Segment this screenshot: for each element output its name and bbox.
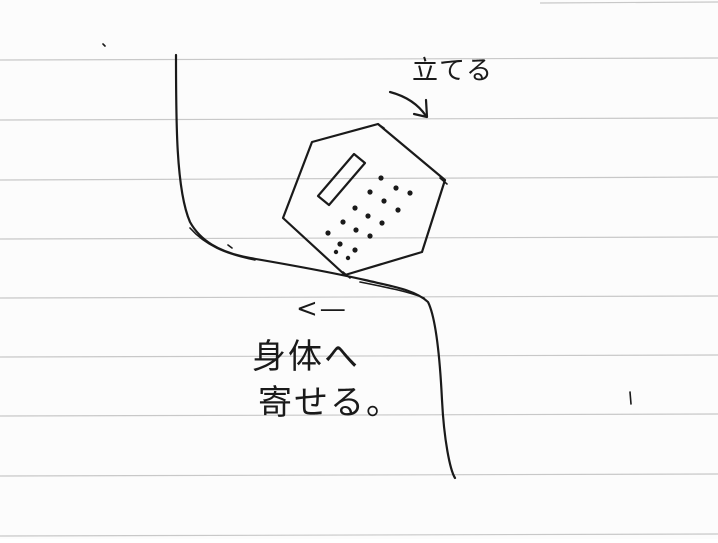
device-slot: [318, 154, 365, 205]
device-dots: [325, 175, 412, 260]
arrow-curve-stand: [390, 92, 426, 116]
device-hexagon-edge: [343, 124, 447, 278]
arrow-toward-body: <—: [296, 296, 348, 322]
stray-mark: [103, 44, 631, 404]
note-toward-body-line2: 寄せる。: [258, 386, 402, 420]
device-hexagon: [283, 124, 445, 275]
note-toward-body-line1: 身体へ: [252, 340, 360, 374]
note-stand-up: 立てる: [412, 58, 493, 84]
